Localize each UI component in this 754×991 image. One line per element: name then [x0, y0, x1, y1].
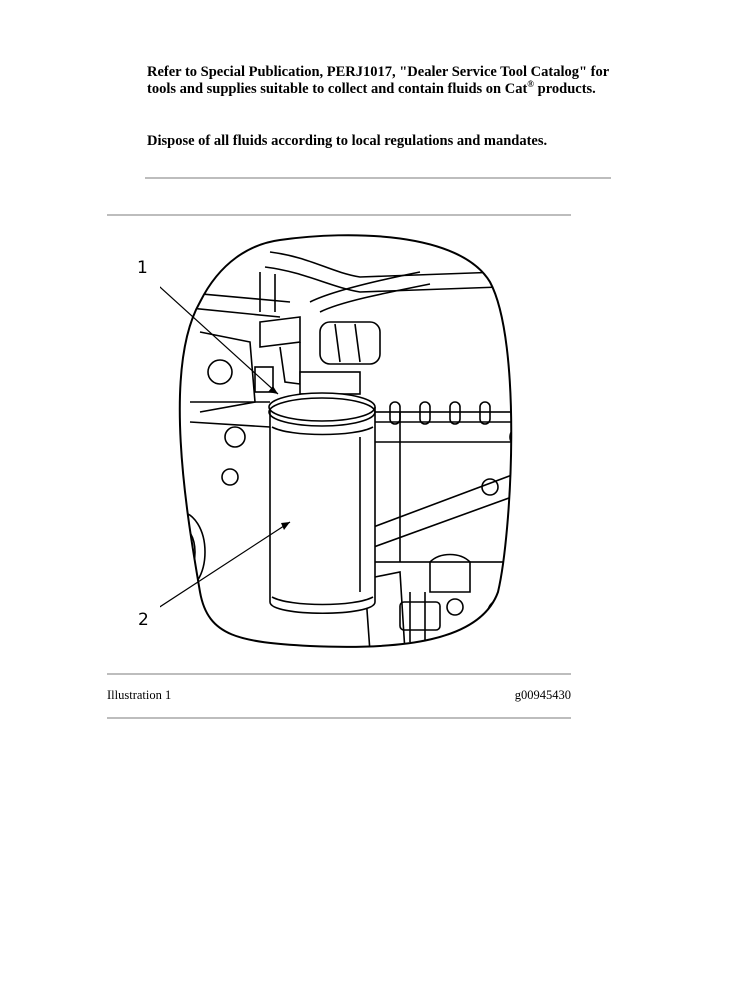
notice-paragraph-dispose: Dispose of all fluids according to local…: [147, 133, 548, 149]
notice-text-end: products.: [534, 81, 596, 97]
illustration-id: g00945430: [514, 688, 571, 702]
notice-divider: [145, 177, 611, 179]
fuel-filter-illustration: [160, 234, 513, 648]
caption-bottom-divider: [107, 717, 571, 719]
registered-mark: ®: [527, 79, 535, 90]
callout-2: 2: [138, 610, 149, 630]
callout-1: 1: [137, 258, 148, 278]
illustration-label: Illustration 1: [107, 688, 172, 702]
notice-text: Refer to Special Publication, PERJ1017, …: [147, 64, 609, 97]
leader-line-1: [160, 286, 279, 395]
notice-paragraph-tools: Refer to Special Publication, PERJ1017, …: [147, 64, 617, 98]
figure-top-divider: [107, 214, 571, 216]
caption-top-divider: [107, 673, 571, 675]
leader-line-2: [160, 521, 291, 608]
